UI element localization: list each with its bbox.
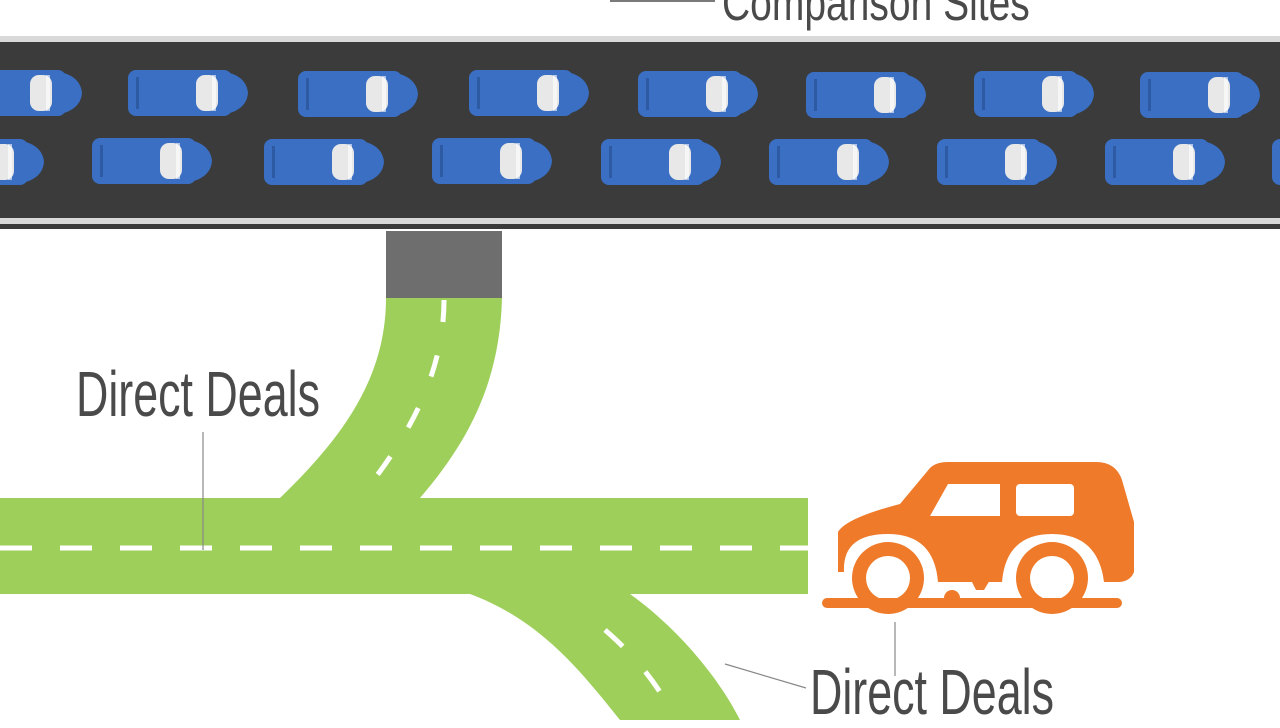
car-topview-icon xyxy=(974,71,1094,117)
direct-deals-label-bottom: Direct Deals xyxy=(810,656,1054,728)
comparison-sites-title: Comparison Sites xyxy=(722,0,1030,31)
car-topview-icon xyxy=(432,138,552,184)
car-topview-icon xyxy=(638,71,758,117)
car-topview-icon xyxy=(264,139,384,185)
highway xyxy=(0,36,1280,229)
car-topview-icon xyxy=(1105,139,1225,185)
car-topview-icon xyxy=(937,139,1057,185)
car-topview-icon xyxy=(92,138,212,184)
car-topview-icon xyxy=(0,70,82,116)
car-topview-icon xyxy=(1140,72,1260,118)
car-topview-icon xyxy=(601,139,721,185)
exit-connector xyxy=(386,231,502,298)
car-topview-icon xyxy=(1272,139,1280,185)
direct-deals-label-left: Direct Deals xyxy=(76,358,320,430)
car-topview-icon xyxy=(298,71,418,117)
car-topview-icon xyxy=(806,72,926,118)
car-topview-icon xyxy=(469,70,589,116)
car-topview-icon xyxy=(769,139,889,185)
lane-markings xyxy=(0,299,808,714)
title-underline xyxy=(610,0,715,2)
car-topview-icon xyxy=(128,70,248,116)
suv-side-icon xyxy=(822,462,1134,614)
leader-lines xyxy=(202,432,896,689)
